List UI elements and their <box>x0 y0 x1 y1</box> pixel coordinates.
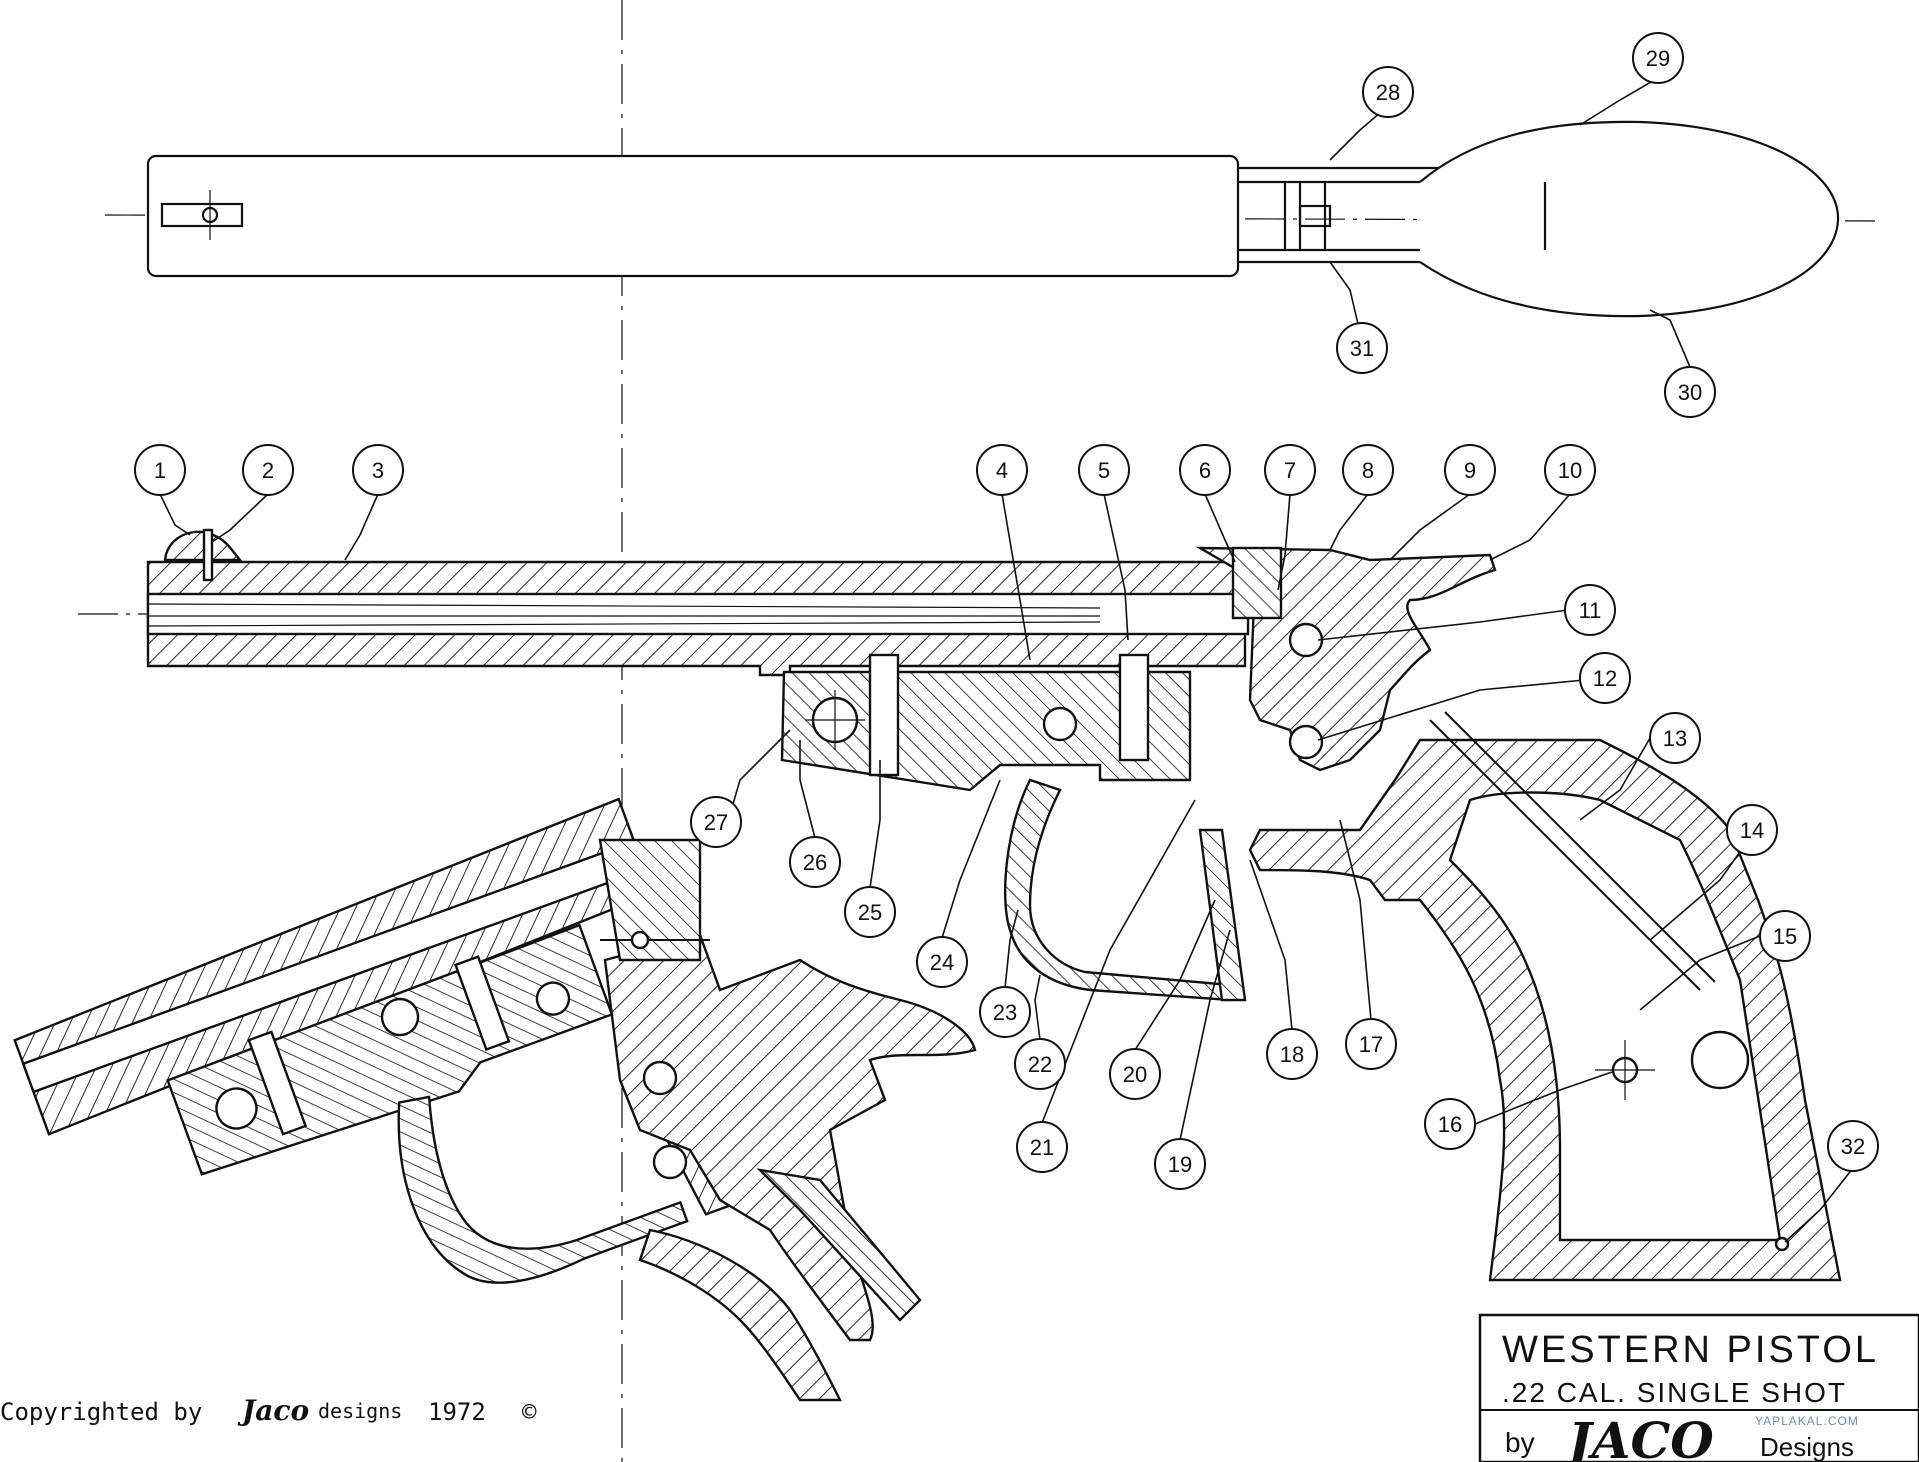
callout-11: 11 <box>1564 584 1616 636</box>
callout-25-label: 25 <box>858 900 882 925</box>
callout-12: 12 <box>1579 652 1631 704</box>
callout-24: 24 <box>916 936 968 988</box>
copyright-prefix: Copyrighted by <box>0 1398 202 1426</box>
callout-19: 19 <box>1154 1138 1206 1190</box>
callout-6-label: 6 <box>1199 458 1211 483</box>
callout-10: 10 <box>1544 444 1596 496</box>
callout-4: 4 <box>976 444 1028 496</box>
callout-3-label: 3 <box>372 458 384 483</box>
callout-1: 1 <box>134 444 186 496</box>
callout-27-label: 27 <box>704 810 728 835</box>
side-section-view <box>78 528 1842 1282</box>
title-block-by: by <box>1505 1427 1535 1458</box>
callout-5-label: 5 <box>1098 458 1110 483</box>
callout-16: 16 <box>1424 1098 1476 1150</box>
callout-18: 18 <box>1266 1028 1318 1080</box>
callout-30: 30 <box>1664 366 1716 418</box>
copyright-year: 1972 <box>428 1398 486 1426</box>
callout-2-label: 2 <box>262 458 274 483</box>
callout-1-label: 1 <box>154 458 166 483</box>
callouts: 1 2 3 4 5 6 7 8 9 10 11 12 13 14 15 16 1… <box>134 32 1879 1190</box>
top-view <box>104 120 1876 318</box>
callout-20: 20 <box>1109 1048 1161 1100</box>
callout-26-label: 26 <box>803 850 827 875</box>
callout-4-label: 4 <box>996 458 1008 483</box>
callout-27: 27 <box>690 796 742 848</box>
callout-20-label: 20 <box>1123 1062 1147 1087</box>
callout-28-label: 28 <box>1376 80 1400 105</box>
callout-18-label: 18 <box>1280 1042 1304 1067</box>
callout-5: 5 <box>1078 444 1130 496</box>
callout-21-label: 21 <box>1030 1135 1054 1160</box>
callout-14: 14 <box>1726 804 1778 856</box>
callout-10-label: 10 <box>1558 458 1582 483</box>
callout-13-label: 13 <box>1663 726 1687 751</box>
callout-23: 23 <box>979 986 1031 1038</box>
callout-16-label: 16 <box>1438 1112 1462 1137</box>
callout-13: 13 <box>1649 712 1701 764</box>
callout-23-label: 23 <box>993 1000 1017 1025</box>
callout-2: 2 <box>242 444 294 496</box>
callout-15: 15 <box>1759 910 1811 962</box>
title-block-title: WESTERN PISTOL <box>1502 1329 1879 1371</box>
copyright-line: Copyrighted by Jaco designs 1972 © <box>0 1394 537 1427</box>
exploded-hammer <box>598 838 977 1402</box>
callout-26: 26 <box>789 836 841 888</box>
copyright-logo: Jaco <box>237 1394 309 1427</box>
callout-25: 25 <box>844 886 896 938</box>
callout-7: 7 <box>1264 444 1316 496</box>
title-block: WESTERN PISTOL .22 CAL. SINGLE SHOT by J… <box>1478 1313 1919 1462</box>
callout-31: 31 <box>1336 322 1388 374</box>
callout-24-label: 24 <box>930 950 954 975</box>
callout-3: 3 <box>352 444 404 496</box>
callout-32: 32 <box>1827 1120 1879 1172</box>
callout-29-label: 29 <box>1646 46 1670 71</box>
copyright-suffix: designs <box>318 1399 402 1423</box>
callout-32-label: 32 <box>1841 1134 1865 1159</box>
callout-14-label: 14 <box>1740 818 1764 843</box>
callout-12-label: 12 <box>1593 666 1617 691</box>
callout-9: 9 <box>1444 444 1496 496</box>
callout-6: 6 <box>1179 444 1231 496</box>
title-block-subtitle: .22 CAL. SINGLE SHOT <box>1502 1377 1847 1408</box>
callout-17: 17 <box>1345 1018 1397 1070</box>
title-block-designs: Designs <box>1760 1432 1854 1462</box>
callout-11-label: 11 <box>1579 598 1602 623</box>
title-block-maker-logo: JACO <box>1560 1411 1714 1462</box>
copyright-symbol: © <box>522 1398 537 1426</box>
callout-30-label: 30 <box>1678 380 1702 405</box>
callout-31-label: 31 <box>1350 336 1374 361</box>
callout-29: 29 <box>1632 32 1684 84</box>
callout-9-label: 9 <box>1464 458 1476 483</box>
callout-19-label: 19 <box>1168 1152 1192 1177</box>
callout-8-label: 8 <box>1362 458 1374 483</box>
callout-15-label: 15 <box>1773 924 1797 949</box>
callout-7-label: 7 <box>1284 458 1296 483</box>
callout-8: 8 <box>1342 444 1394 496</box>
callout-22: 22 <box>1014 1038 1066 1090</box>
callout-28: 28 <box>1362 66 1414 118</box>
watermark: YAPLAKAL.COM <box>1755 1414 1859 1428</box>
callout-21: 21 <box>1016 1121 1068 1173</box>
callout-22-label: 22 <box>1028 1052 1052 1077</box>
callout-17-label: 17 <box>1359 1032 1383 1057</box>
